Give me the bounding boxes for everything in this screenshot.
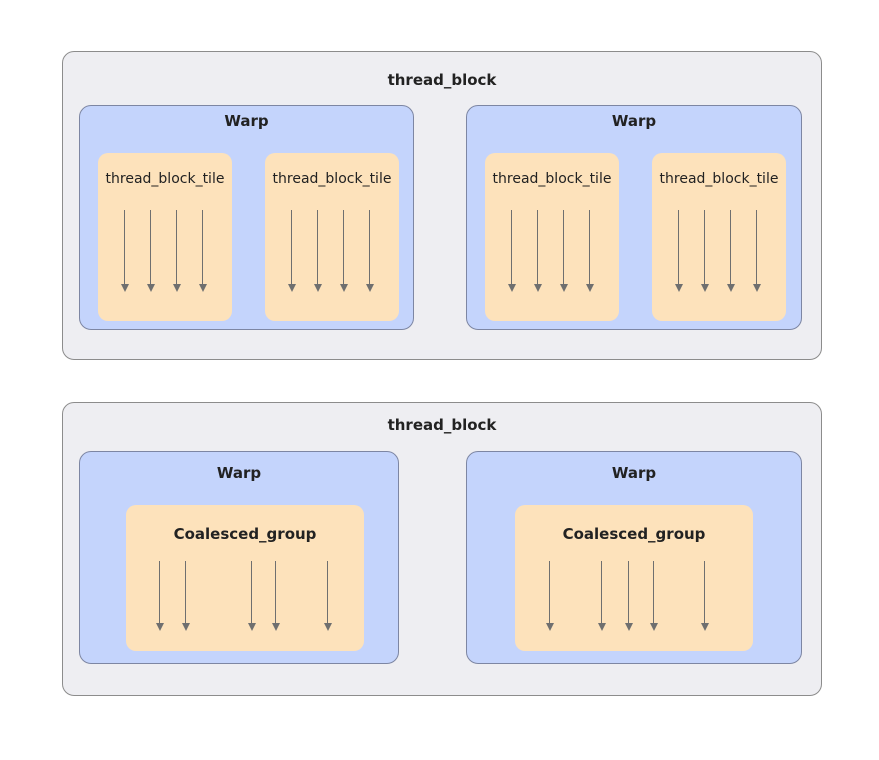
thread-arrow [313, 210, 323, 292]
thread-arrow [624, 561, 634, 631]
thread-block-tile-label: thread_block_tile [105, 171, 225, 187]
warp-title: Warp [611, 464, 657, 482]
thread-arrow [726, 210, 736, 292]
thread-arrow [365, 210, 375, 292]
thread-block-title: thread_block [387, 416, 497, 434]
thread-arrow [146, 210, 156, 292]
thread-arrow [597, 561, 607, 631]
coalesced-group-label: Coalesced_group [173, 525, 317, 543]
thread-arrow [339, 210, 349, 292]
thread-arrow [507, 210, 517, 292]
warp-box: Warp Coalesced_group [466, 451, 802, 664]
thread-block-tile: thread_block_tile [98, 153, 232, 321]
thread-block-tile: thread_block_tile [485, 153, 619, 321]
thread-arrow [247, 561, 257, 631]
warp-box: Warp thread_block_tile thread_block_tile [79, 105, 414, 330]
thread-block-tile-label: thread_block_tile [492, 171, 612, 187]
thread-block-tile: thread_block_tile [652, 153, 786, 321]
coalesced-group: Coalesced_group [126, 505, 364, 651]
thread-arrow [585, 210, 595, 292]
thread-arrow [533, 210, 543, 292]
warp-box: Warp thread_block_tile thread_block_tile [466, 105, 802, 330]
thread-block-title: thread_block [387, 71, 497, 89]
thread-arrow [752, 210, 762, 292]
thread-arrow [198, 210, 208, 292]
thread-arrow [181, 561, 191, 631]
coalesced-group-label: Coalesced_group [562, 525, 706, 543]
thread-arrow [674, 210, 684, 292]
warp-box: Warp Coalesced_group [79, 451, 399, 664]
thread-block-tile-label: thread_block_tile [272, 171, 392, 187]
thread-arrow [172, 210, 182, 292]
thread-arrow [287, 210, 297, 292]
thread-arrow [700, 561, 710, 631]
thread-arrow [559, 210, 569, 292]
thread-arrow [649, 561, 659, 631]
thread-arrow [120, 210, 130, 292]
warp-title: Warp [216, 464, 262, 482]
warp-title: Warp [224, 112, 269, 130]
thread-arrow [545, 561, 555, 631]
thread-block-tile: thread_block_tile [265, 153, 399, 321]
thread-arrow [271, 561, 281, 631]
thread-arrow [323, 561, 333, 631]
thread-block-top: thread_block Warp thread_block_tile thre… [62, 51, 822, 360]
warp-title: Warp [611, 112, 657, 130]
thread-block-bottom: thread_block Warp Coalesced_group Warp C… [62, 402, 822, 696]
coalesced-group: Coalesced_group [515, 505, 753, 651]
thread-arrow [155, 561, 165, 631]
thread-arrow [700, 210, 710, 292]
thread-block-tile-label: thread_block_tile [659, 171, 779, 187]
